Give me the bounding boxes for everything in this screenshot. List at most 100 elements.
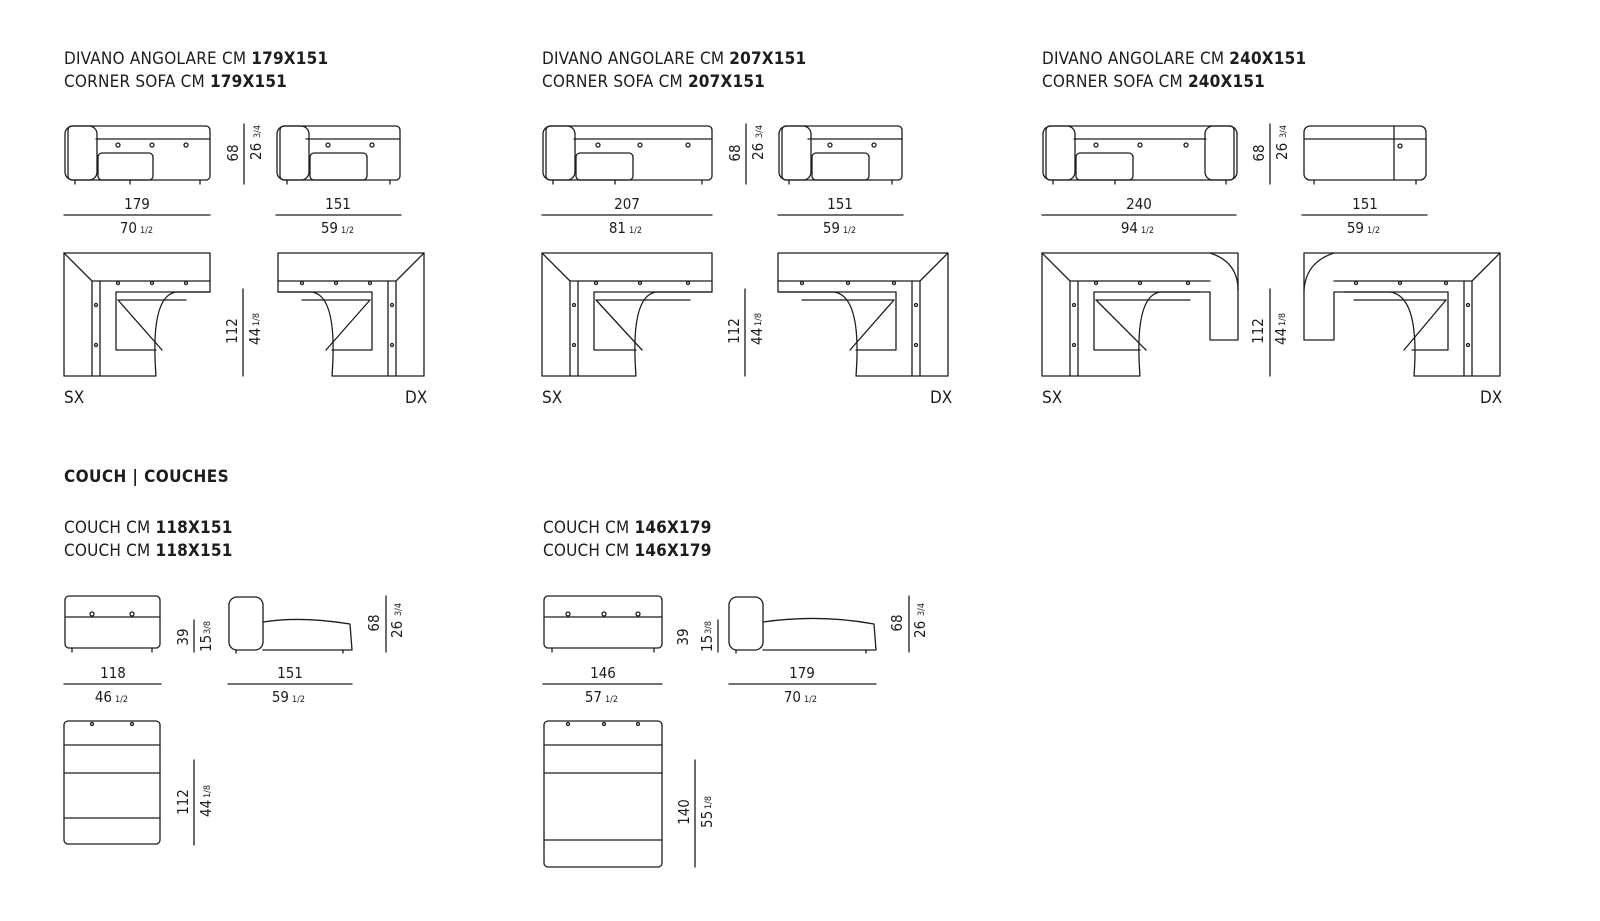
width-inch-fraction: 1/2 [605, 695, 618, 705]
width-cm-label: 151 [1352, 195, 1378, 213]
corner-sofa-240-side-view [1303, 125, 1427, 185]
height-cm-label: 68 [726, 144, 744, 161]
depth-inch-label: 55 [698, 811, 716, 828]
width-inch-label: 70 [784, 688, 801, 706]
en-prefix: CORNER SOFA CM [64, 72, 210, 92]
height-cm-label: 68 [365, 614, 383, 631]
width-cm-label: 179 [124, 195, 150, 213]
width-cm-label: 151 [277, 664, 303, 682]
width-inch-label: 81 [609, 219, 626, 237]
it-prefix: COUCH CM [64, 518, 156, 538]
size: 179X151 [251, 49, 329, 69]
height-inch-fraction: 3/8 [704, 621, 714, 634]
height-inch-fraction: 3/4 [755, 125, 765, 138]
size: 118X151 [155, 541, 233, 561]
depth-inch-label: 44 [748, 328, 766, 345]
right-version-label: DX [405, 388, 428, 408]
en-prefix: COUCH CM [64, 541, 156, 561]
corner-sofa-179-caption: DIVANO ANGOLARE CM 179X151 CORNER SOFA C… [64, 48, 328, 94]
depth-inch-label: 44 [246, 328, 264, 345]
width-inch-fraction: 1/2 [1141, 226, 1154, 236]
left-version-label: SX [542, 388, 563, 408]
depth-cm-label: 112 [725, 318, 743, 344]
depth-cm-label: 112 [174, 789, 192, 815]
height-inch-label: 26 [247, 143, 265, 160]
it-prefix: COUCH CM [543, 518, 635, 538]
depth-inch-fraction: 1/8 [754, 313, 764, 326]
depth-inch-label: 44 [1272, 328, 1290, 345]
couch-118-front-view [64, 595, 161, 653]
right-version-label: DX [930, 388, 953, 408]
width-inch-fraction: 1/2 [292, 695, 305, 705]
height-cm-label: 39 [674, 628, 692, 645]
width-inch-label: 46 [95, 688, 112, 706]
it-prefix: DIVANO ANGOLARE CM [1042, 49, 1230, 69]
corner-sofa-207-dx-plan [777, 252, 949, 377]
left-version-label: SX [64, 388, 85, 408]
it-prefix: DIVANO ANGOLARE CM [64, 49, 252, 69]
width-cm-label: 118 [100, 664, 126, 682]
depth-inch-fraction: 1/8 [704, 796, 714, 809]
size: 146X179 [634, 541, 712, 561]
corner-sofa-179-dx-plan [277, 252, 425, 377]
size: 207X151 [687, 72, 766, 92]
en-prefix: CORNER SOFA CM [1042, 72, 1188, 92]
couch-146-side-view [728, 596, 877, 654]
couch-146-caption: COUCH CM 146X179 COUCH CM 146X179 [543, 517, 712, 563]
height-inch-fraction: 3/4 [1279, 125, 1289, 138]
size: 207X151 [729, 49, 807, 69]
depth-inch-fraction: 1/8 [203, 785, 213, 798]
width-inch-fraction: 1/2 [804, 695, 817, 705]
width-inch-fraction: 1/2 [140, 226, 153, 236]
height-inch-fraction: 3/4 [917, 603, 927, 616]
height-inch-fraction: 3/4 [394, 603, 404, 616]
width-inch-label: 59 [272, 688, 289, 706]
corner-sofa-240-caption: DIVANO ANGOLARE CM 240X151 CORNER SOFA C… [1042, 48, 1306, 94]
width-inch-label: 94 [1121, 219, 1138, 237]
height-inch-label: 26 [749, 143, 767, 160]
height-cm-label: 68 [1250, 144, 1268, 161]
width-cm-label: 151 [325, 195, 351, 213]
width-inch-label: 59 [823, 219, 840, 237]
en-prefix: CORNER SOFA CM [542, 72, 688, 92]
couch-118-plan-view [63, 720, 161, 845]
width-cm-label: 240 [1126, 195, 1152, 213]
corner-sofa-240-front-view [1042, 125, 1238, 185]
couch-118-caption: COUCH CM 118X151 COUCH CM 118X151 [64, 517, 233, 563]
width-cm-label: 179 [789, 664, 815, 682]
height-cm-label: 68 [224, 144, 242, 161]
depth-cm-label: 112 [1249, 318, 1267, 344]
couch-118-side-view [228, 596, 353, 654]
section-title: COUCH | COUCHES [64, 467, 230, 487]
size: 146X179 [634, 518, 712, 538]
size: 240X151 [1229, 49, 1307, 69]
depth-inch-label: 44 [197, 800, 215, 817]
corner-sofa-207-sx-plan [541, 252, 713, 377]
right-version-label: DX [1480, 388, 1503, 408]
corner-sofa-207-front-view [542, 125, 713, 185]
corner-sofa-240-sx-plan [1041, 252, 1239, 377]
height-cm-label: 68 [888, 614, 906, 631]
depth-cm-label: 140 [675, 799, 693, 825]
height-inch-fraction: 3/4 [253, 125, 263, 138]
couch-146-plan-view [543, 720, 663, 868]
corner-sofa-179-side-view [276, 125, 401, 185]
width-inch-fraction: 1/2 [629, 226, 642, 236]
depth-inch-fraction: 1/8 [1278, 313, 1288, 326]
it-prefix: DIVANO ANGOLARE CM [542, 49, 730, 69]
width-inch-label: 59 [321, 219, 338, 237]
width-cm-label: 146 [590, 664, 616, 682]
width-inch-label: 59 [1347, 219, 1364, 237]
height-inch-label: 26 [911, 621, 929, 638]
height-inch-label: 15 [698, 635, 716, 652]
corner-sofa-179-sx-plan [63, 252, 211, 377]
height-inch-label: 15 [197, 635, 215, 652]
height-inch-fraction: 3/8 [203, 621, 213, 634]
width-inch-fraction: 1/2 [341, 226, 354, 236]
depth-inch-fraction: 1/8 [252, 313, 262, 326]
height-inch-label: 26 [1273, 143, 1291, 160]
width-inch-fraction: 1/2 [115, 695, 128, 705]
corner-sofa-240-dx-plan [1303, 252, 1501, 377]
width-inch-label: 70 [120, 219, 137, 237]
